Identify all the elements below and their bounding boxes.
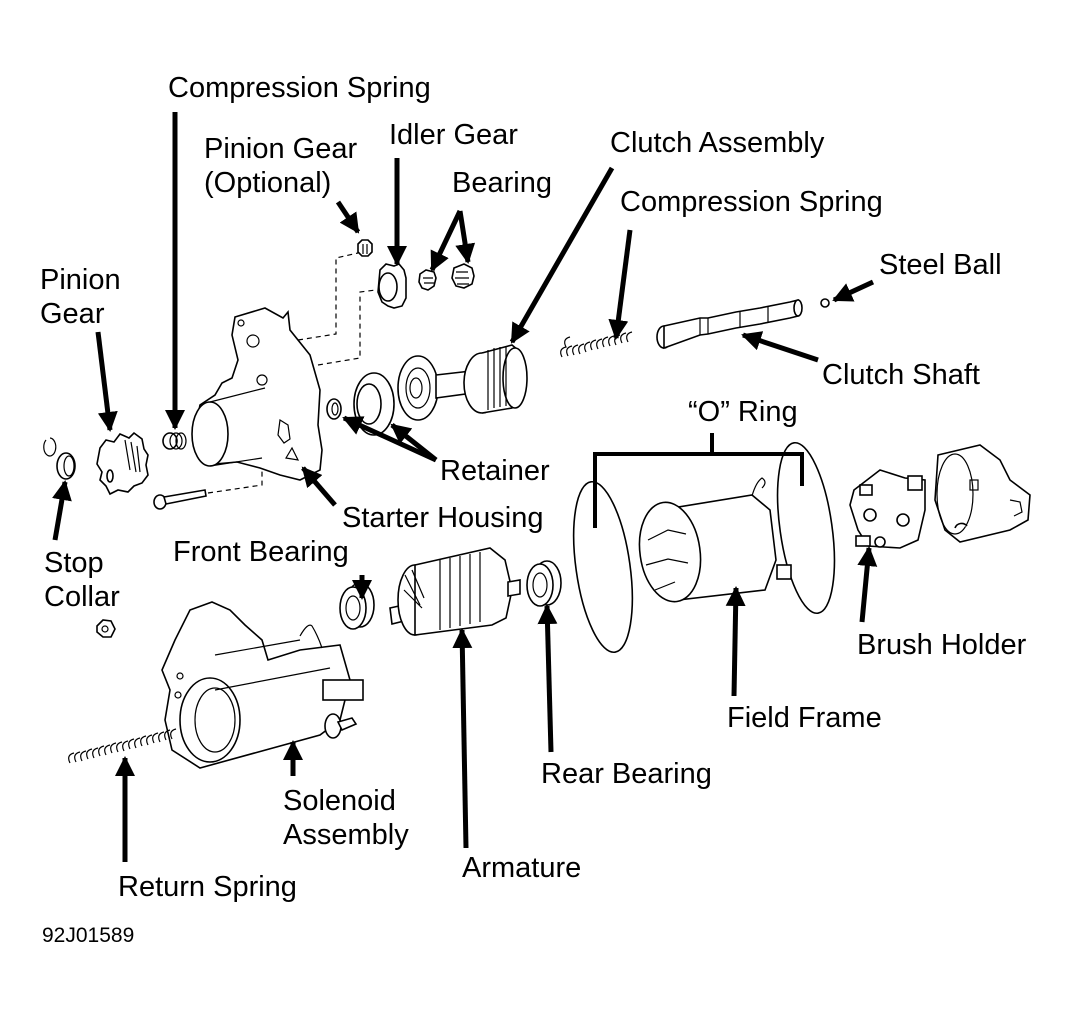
leader-clutch-assembly (509, 166, 615, 344)
idler-gear-part (377, 263, 407, 309)
label-solenoid-assembly-line1: Solenoid (283, 785, 396, 817)
bearing-part-1 (418, 269, 437, 291)
label-starter-housing: Starter Housing (342, 502, 544, 534)
label-bearing: Bearing (452, 167, 552, 199)
leader-brush-holder (857, 546, 878, 623)
label-clutch-assembly: Clutch Assembly (610, 127, 825, 159)
leader-pinion-gear-optional (335, 200, 361, 234)
alignment-line-pinion (297, 252, 359, 341)
label-steel-ball: Steel Ball (879, 249, 1002, 281)
label-compression-spring-front: Compression Spring (168, 72, 431, 104)
label-armature: Armature (462, 852, 582, 884)
compression-spring-rear-part (560, 331, 633, 358)
rear-bearing-part (526, 560, 562, 607)
front-bearing-part (339, 582, 375, 630)
end-cover-part (934, 444, 1031, 543)
label-front-bearing: Front Bearing (173, 536, 349, 568)
label-pinion-gear-optional-line2: (Optional) (204, 167, 332, 199)
label-solenoid-assembly-line2: Assembly (283, 819, 409, 851)
label-pinion-gear-optional-line1: Pinion Gear (204, 133, 358, 165)
label-o-ring: “O” Ring (688, 396, 798, 428)
armature-part (389, 547, 521, 636)
leader-starter-housing (301, 466, 337, 507)
label-field-frame: Field Frame (727, 702, 882, 734)
leader-steel-ball (832, 279, 875, 303)
brush-holder-part (849, 469, 926, 549)
field-frame-part (638, 477, 792, 603)
label-rear-bearing: Rear Bearing (541, 758, 712, 790)
leader-rear-bearing (537, 604, 558, 753)
label-idler-gear: Idler Gear (389, 119, 518, 151)
alignment-line-idler (317, 289, 377, 366)
leader-bearing-2 (455, 210, 476, 264)
compression-spring-front-part (162, 432, 187, 450)
housing-bolt-part (153, 460, 263, 510)
stop-collar-part (56, 452, 76, 480)
steel-ball-part (820, 298, 830, 308)
label-stop-collar-line2: Collar (44, 581, 120, 613)
label-pinion-gear-line2: Gear (40, 298, 105, 330)
o-ring-rear-part (776, 441, 836, 615)
label-retainer: Retainer (440, 455, 550, 487)
return-spring-part (68, 728, 177, 764)
label-clutch-shaft: Clutch Shaft (822, 359, 980, 391)
label-pinion-gear-line1: Pinion (40, 264, 121, 296)
solenoid-assembly-part (161, 601, 364, 769)
leader-field-frame (725, 586, 746, 697)
bearing-part-2 (451, 263, 475, 289)
pinion-gear-part (96, 431, 149, 496)
label-brush-holder: Brush Holder (857, 629, 1027, 661)
label-stop-collar-line1: Stop (44, 547, 104, 579)
leader-armature (452, 628, 473, 849)
leader-pinion-gear (95, 331, 118, 432)
figure-code: 92J01589 (42, 924, 135, 947)
leader-clutch-shaft (741, 331, 819, 363)
o-ring-front-part (572, 480, 634, 654)
clutch-shaft-part (656, 298, 803, 350)
leader-retainer-1 (342, 415, 438, 463)
starter-housing-part (191, 307, 323, 481)
o-ring-bracket (593, 433, 804, 528)
nut-part (96, 619, 116, 638)
leader-bearing-1 (429, 209, 463, 272)
clutch-assembly-part (397, 344, 528, 421)
label-return-spring: Return Spring (118, 871, 297, 903)
label-compression-spring-rear: Compression Spring (620, 186, 883, 218)
pinion-gear-optional-part (357, 239, 373, 257)
leader-retainer-2 (390, 423, 438, 462)
leader-stop-collar (52, 480, 72, 541)
snap-ring-part (43, 437, 57, 457)
retainer-small-part (326, 398, 342, 420)
leader-compression-spring-rear (608, 229, 633, 340)
